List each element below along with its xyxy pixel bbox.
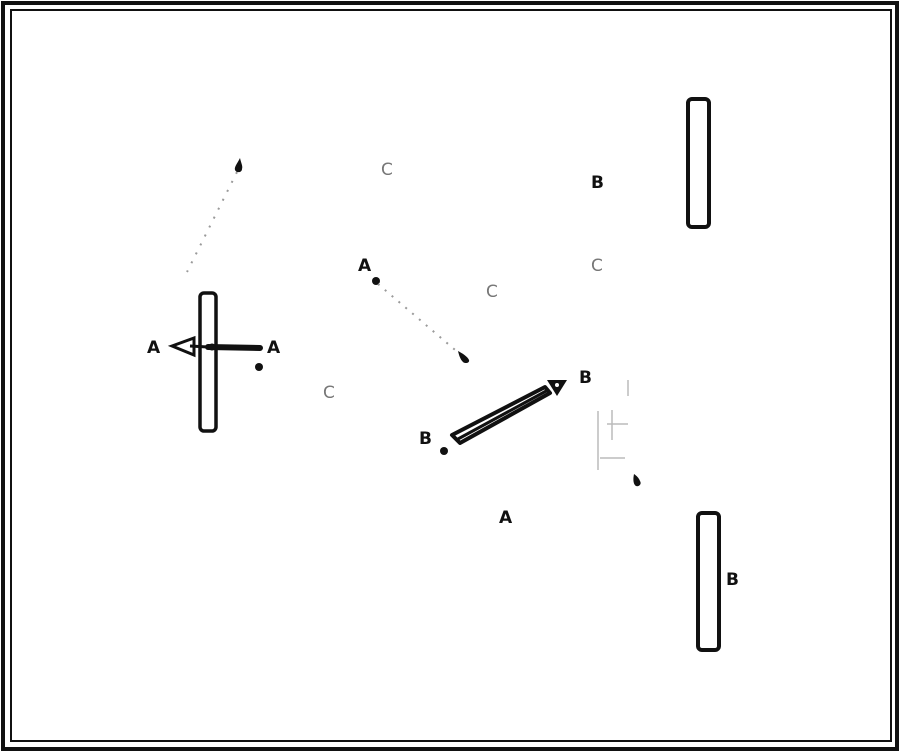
cross-arm xyxy=(205,344,263,351)
dotted-leader-top-left xyxy=(186,171,238,273)
droplet-center[interactable] xyxy=(458,351,470,364)
droplet-top-left[interactable] xyxy=(234,158,243,173)
label-a-bottom: A xyxy=(499,508,513,528)
vertical-bar-bottom-right[interactable] xyxy=(696,511,721,652)
cross-dot-below xyxy=(255,363,263,371)
label-c-top: C xyxy=(381,160,393,180)
needle-spine xyxy=(457,388,549,441)
label-a-left: A xyxy=(147,338,161,358)
left-arrow-head xyxy=(167,335,196,358)
dotted-link-center xyxy=(377,283,462,356)
needle-body xyxy=(450,385,552,445)
cross-component[interactable] xyxy=(167,291,263,433)
droplet-bottom-right[interactable] xyxy=(633,474,641,487)
label-b-right: B xyxy=(726,570,739,590)
label-c-left: C xyxy=(323,383,335,403)
faint-ticks xyxy=(597,380,629,470)
label-b-arrow: B xyxy=(579,368,592,388)
label-b-pin: B xyxy=(419,429,432,449)
needle-triangle-head xyxy=(547,380,567,396)
needle-pivot-dot xyxy=(440,447,448,455)
label-c-right: C xyxy=(591,256,603,276)
inner-frame xyxy=(10,9,892,742)
vertical-bar-top-right[interactable] xyxy=(686,97,711,229)
label-a-center: A xyxy=(358,256,372,276)
label-b-top: B xyxy=(591,173,604,193)
label-c-mid: C xyxy=(486,282,498,302)
cross-joint-node xyxy=(208,343,216,351)
label-a-right: A xyxy=(267,338,281,358)
needle-pointer[interactable] xyxy=(440,380,567,455)
cross-vertical-bar xyxy=(198,291,218,433)
needle-head-dot xyxy=(555,383,559,387)
center-node[interactable] xyxy=(372,277,380,285)
